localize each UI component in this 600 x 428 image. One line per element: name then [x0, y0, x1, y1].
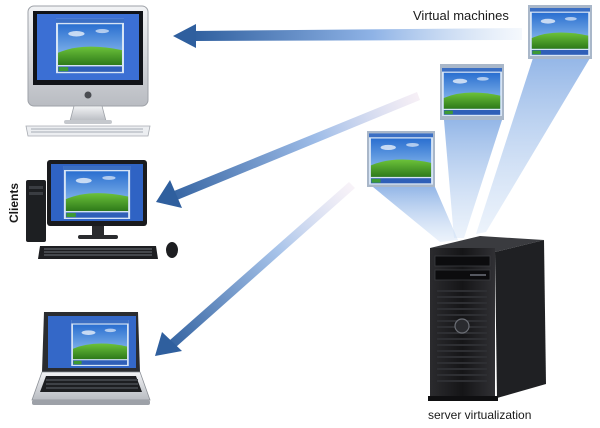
vm-window-middle — [440, 64, 504, 120]
vm-window-left — [367, 131, 435, 187]
virtual-machines-label: Virtual machines — [413, 8, 509, 23]
vm-beam-left — [373, 187, 458, 242]
tower-server-icon — [428, 236, 546, 401]
desktop-pc-icon — [26, 160, 178, 259]
arrow-to-desktop-pc — [156, 92, 420, 208]
clients-label: Clients — [7, 182, 22, 224]
vm-beam-right — [476, 58, 590, 234]
vm-beam-middle — [444, 120, 502, 238]
arrow-to-laptop — [155, 182, 355, 356]
vm-window-top — [528, 5, 592, 59]
server-virtualization-label: server virtualization — [428, 408, 532, 422]
laptop-icon — [31, 312, 151, 405]
arrow-to-imac — [173, 24, 522, 48]
imac-icon — [25, 5, 151, 137]
